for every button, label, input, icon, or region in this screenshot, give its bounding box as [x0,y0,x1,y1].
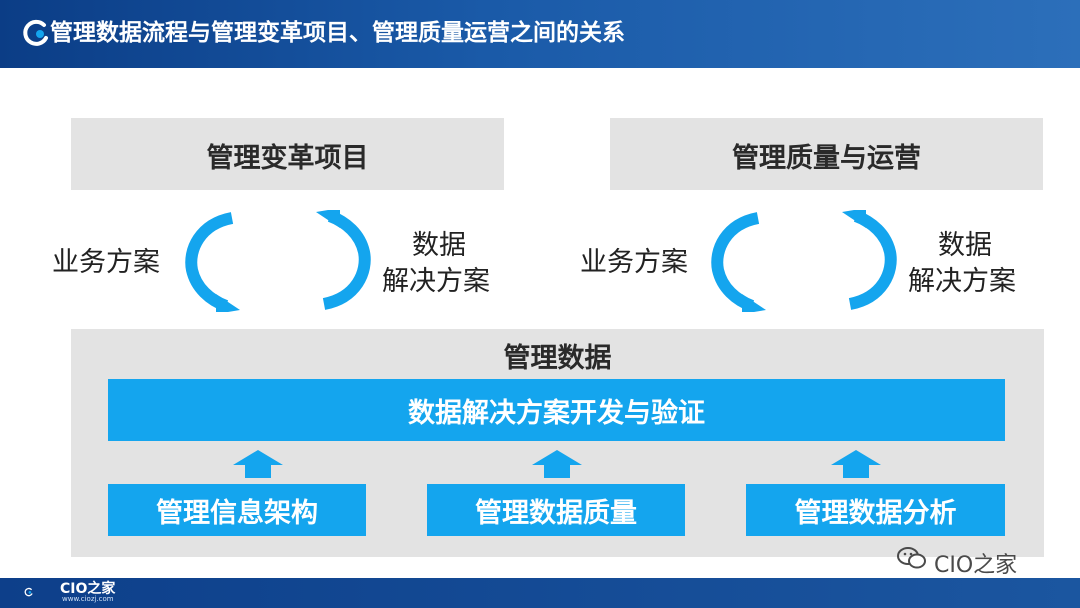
cycle-arrow-icon [185,212,240,312]
up-arrow-icon [532,450,582,478]
cycle-arrow-icon [842,210,897,310]
data-solution-dev-bar: 数据解决方案开发与验证 [108,379,1005,441]
management-data-title: 管理数据 [503,343,612,374]
change-project-box [71,118,504,190]
footer-bar [0,578,1080,608]
up-arrow-icon [233,450,283,478]
data-solution-label-right: 解决方案 [908,266,1016,297]
logo-icon [23,19,48,46]
cycle-arrow-icon [316,210,371,310]
page-title: 管理数据流程与管理变革项目、管理质量运营之间的关系 [50,20,625,46]
data-label-right: 数据 [938,230,992,261]
wechat-icon [897,547,926,569]
business-plan-label-left: 业务方案 [52,247,160,278]
data-label-left: 数据 [412,230,466,261]
title-banner [0,0,1080,68]
logo-icon [24,587,33,597]
quality-ops-title: 管理质量与运营 [732,143,921,174]
footer-logo-text: CIO之家 [60,581,116,597]
info-architecture-box: 管理信息架构 [108,484,366,536]
change-project-title: 管理变革项目 [206,143,369,174]
data-solution-label-left: 解决方案 [382,266,490,297]
data-analysis-box: 管理数据分析 [746,484,1005,536]
watermark-text: CIO之家 [934,553,1018,578]
footer-url: www.ciozj.com [62,595,114,603]
cycle-arrow-icon [711,212,766,312]
quality-ops-box [610,118,1043,190]
business-plan-label-right: 业务方案 [580,247,688,278]
data-quality-box: 管理数据质量 [427,484,685,536]
up-arrow-icon [831,450,881,478]
